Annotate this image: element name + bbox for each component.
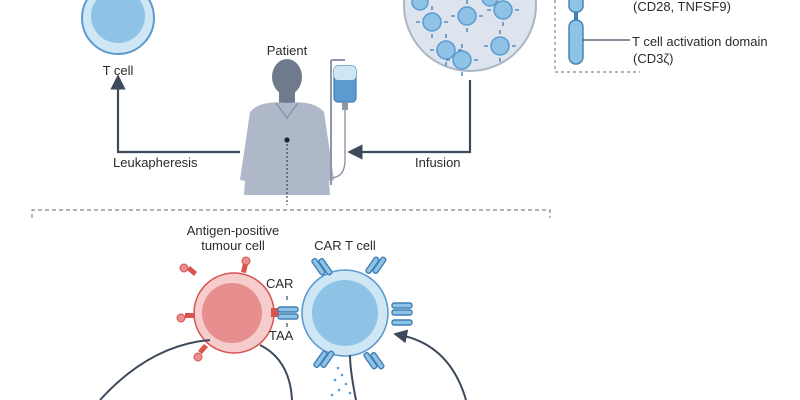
infusion-arrow bbox=[347, 80, 472, 160]
bottom-right-arrow bbox=[393, 329, 467, 400]
car-t-cell-label: CAR T cell bbox=[314, 238, 376, 253]
patient-icon bbox=[240, 59, 334, 205]
bottom-middle-arc bbox=[259, 344, 293, 400]
car-t-cell-icon bbox=[277, 256, 413, 397]
section-divider bbox=[31, 209, 551, 218]
bottom-cd-arc bbox=[349, 354, 357, 400]
costim-label: (CD28, TNFSF9) bbox=[633, 0, 731, 14]
t-cell-label: T cell bbox=[102, 63, 134, 78]
infusion-label: Infusion bbox=[415, 155, 461, 170]
leukapheresis-label: Leukapheresis bbox=[113, 155, 198, 170]
taa-label: TAA bbox=[269, 328, 294, 343]
t-cell-icon bbox=[81, 0, 155, 55]
tumour-cell-icon bbox=[176, 256, 279, 362]
patient-label: Patient bbox=[266, 43, 308, 58]
bottom-left-arc bbox=[99, 339, 211, 400]
car-label: CAR bbox=[266, 276, 294, 291]
car-construct-box bbox=[554, 0, 640, 73]
tumour-cell-label: tumour cell bbox=[201, 238, 265, 253]
antigen-positive-label: Antigen-positive bbox=[186, 223, 280, 238]
culture-dish-icon bbox=[403, 0, 537, 76]
activation-domain-sub-label: (CD3ζ) bbox=[633, 51, 674, 66]
leukapheresis-arrow bbox=[110, 74, 240, 154]
iv-bag-icon bbox=[329, 59, 357, 185]
activation-domain-label: T cell activation domain bbox=[632, 34, 768, 49]
